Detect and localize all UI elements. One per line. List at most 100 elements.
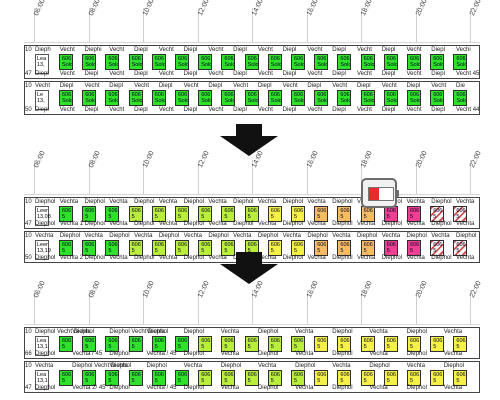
trip-block[interactable]: 606Solol: [337, 54, 352, 70]
trip-block[interactable]: 606Solol: [175, 90, 189, 106]
trip-block[interactable]: 606Solol: [221, 54, 236, 70]
trip-block[interactable]: 606Solol: [128, 90, 143, 106]
trip-block[interactable]: 606Solol: [360, 54, 375, 70]
trip-block[interactable]: 606Solol: [430, 90, 445, 106]
trip-block[interactable]: 606Solol: [105, 90, 120, 106]
trip-block[interactable]: 606Solol: [337, 90, 352, 106]
trip-block[interactable]: 606Solol: [221, 90, 236, 106]
trip-block[interactable]: 606Solol: [105, 54, 120, 70]
trip-block[interactable]: 606Solol: [430, 54, 445, 70]
trip-block[interactable]: 606Solol: [151, 54, 166, 70]
trip-block[interactable]: 606Solol: [151, 90, 166, 106]
trip-block[interactable]: 606Solol: [82, 54, 97, 70]
trip-block[interactable]: 606Solol: [383, 54, 398, 70]
trip-block[interactable]: 606Solol: [291, 54, 305, 70]
trip-block[interactable]: 606Solol: [291, 90, 305, 106]
trip-block[interactable]: 606Solol: [360, 90, 375, 106]
trip-block[interactable]: 606Solol: [59, 54, 73, 70]
trip-block[interactable]: 606Solol: [407, 90, 421, 106]
trip-block[interactable]: 606Solol: [128, 54, 143, 70]
trip-block[interactable]: 606Solol: [453, 54, 468, 70]
trip-block[interactable]: 606Solol: [244, 54, 259, 70]
trip-block[interactable]: 606Solol: [82, 90, 97, 106]
trip-block[interactable]: 606Solol: [244, 90, 259, 106]
trip-block[interactable]: 606Solol: [383, 90, 398, 106]
trip-block[interactable]: 606Solol: [267, 54, 282, 70]
trip-block[interactable]: 606Solol: [407, 54, 421, 70]
trip-block[interactable]: 606Solol: [267, 90, 282, 106]
trip-block[interactable]: 606Solol: [59, 90, 73, 106]
trip-block[interactable]: 606Solol: [175, 54, 189, 70]
trip-block[interactable]: 606Solol: [314, 54, 329, 70]
trip-block[interactable]: 606Solol: [314, 90, 329, 106]
trip-block[interactable]: 606Solol: [198, 90, 213, 106]
trip-block[interactable]: 606Solol: [453, 90, 468, 106]
